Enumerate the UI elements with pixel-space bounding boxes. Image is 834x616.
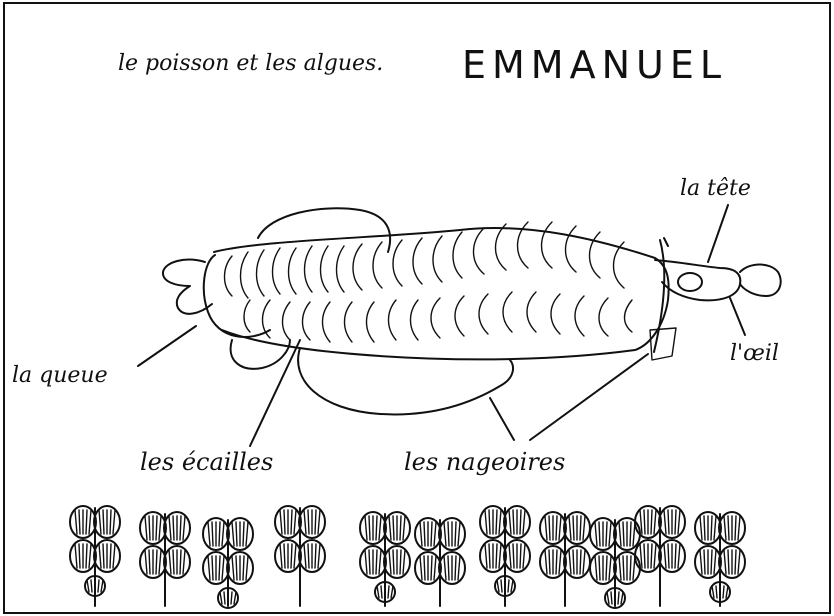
pointer-fins-2 xyxy=(530,354,648,440)
algae-plant xyxy=(590,518,640,608)
fish-dorsal-fin xyxy=(258,208,390,252)
pointer-fins-1 xyxy=(490,398,514,440)
pointer-tail xyxy=(138,326,196,366)
algae-plant xyxy=(635,506,685,606)
fish-eye xyxy=(678,273,702,291)
drawing-title: le poisson et les algues. xyxy=(118,51,383,76)
label-eye: l'œil xyxy=(730,341,779,366)
label-scales: les écailles xyxy=(140,448,273,476)
label-head: la tête xyxy=(680,176,751,201)
fish-mouth xyxy=(740,265,781,297)
fish-scales xyxy=(225,222,633,342)
algae-plant xyxy=(360,512,410,606)
fish-tail-base xyxy=(204,255,270,337)
fish-gill-shade xyxy=(650,328,676,360)
page-border xyxy=(4,3,830,613)
pointer-eye xyxy=(730,298,745,335)
algae-plant xyxy=(275,506,325,606)
pointer-scales xyxy=(250,340,300,446)
algae-plant xyxy=(695,512,745,606)
algae-plant xyxy=(480,506,530,606)
pointer-head xyxy=(708,205,728,262)
algae-plant xyxy=(140,512,190,606)
author-name: EMMANUEL xyxy=(462,43,727,87)
fish-body-outline xyxy=(214,228,669,359)
label-fins: les nageoires xyxy=(404,448,565,476)
fish-gill xyxy=(654,238,668,352)
algae-plant xyxy=(203,518,253,608)
label-tail: la queue xyxy=(12,363,108,388)
algae-plant xyxy=(70,506,120,606)
algae-row xyxy=(70,506,745,608)
algae-plant xyxy=(540,512,590,606)
fish-drawing xyxy=(163,208,781,414)
algae-plant xyxy=(415,518,465,606)
